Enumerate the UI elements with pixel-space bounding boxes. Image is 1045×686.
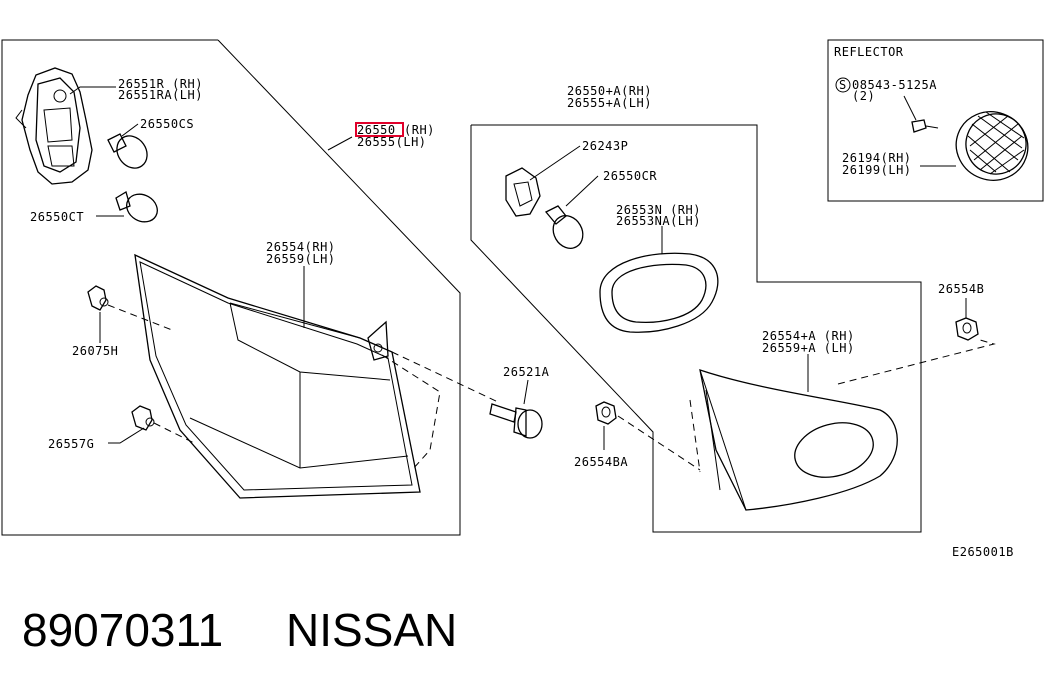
left-leader-lines xyxy=(69,86,499,471)
label-26550a: 26550+A(RH) xyxy=(567,84,652,98)
label-26553n: 26553N (RH) xyxy=(616,203,701,217)
label-26521a: 26521A xyxy=(503,365,550,379)
tail-lamp-lens-26554-part xyxy=(134,253,421,499)
s-marker-letter: S xyxy=(839,78,847,92)
label-26551ra: 26551RA(LH) xyxy=(118,88,203,102)
label-26559: 26559(LH) xyxy=(266,252,336,266)
s-marker-icon xyxy=(835,77,851,93)
label-26551r: 26551R (RH) xyxy=(118,77,203,91)
bulb-26550ct-part xyxy=(115,191,158,223)
right-assembly-frame xyxy=(470,124,922,533)
label-26557g: 26557G xyxy=(48,437,94,451)
label-26555a: 26555+A(LH) xyxy=(567,96,652,110)
reflector-title: REFLECTOR xyxy=(834,45,904,59)
screw-08543-part xyxy=(903,95,939,133)
nut-26554b-part xyxy=(955,298,979,341)
gasket-26553n-part xyxy=(599,226,719,333)
label-26559a: 26559+A (LH) xyxy=(762,341,855,355)
nut-26554ba-part xyxy=(595,401,701,471)
inner-lens-26554a-part xyxy=(689,339,996,511)
label-26550-rh: (RH) xyxy=(404,123,435,137)
bolt-26521a-part xyxy=(489,379,543,439)
label-26199: 26199(LH) xyxy=(842,163,912,177)
footer-brand: NISSAN xyxy=(286,604,457,656)
bulb-26550cr-part xyxy=(544,175,599,249)
reflector-inset-frame xyxy=(827,39,1044,202)
label-26075h: 26075H xyxy=(72,344,118,358)
clip-26075h-part xyxy=(87,285,109,311)
label-26554b: 26554B xyxy=(938,282,984,296)
label-26243p: 26243P xyxy=(582,139,628,153)
label-26553na: 26553NA(LH) xyxy=(616,214,701,228)
clip-26557g-part xyxy=(131,405,155,431)
reflector-part xyxy=(955,111,1029,181)
socket-26243p-part xyxy=(505,145,581,217)
label-26194: 26194(RH) xyxy=(842,151,912,165)
label-26550cs: 26550CS xyxy=(140,117,194,131)
label-26555: 26555(LH) xyxy=(357,135,427,149)
label-screw-qty: (2) xyxy=(852,89,875,103)
label-26554a: 26554+A (RH) xyxy=(762,329,855,343)
label-screw-08543: 08543-5125A xyxy=(852,78,937,92)
label-26554ba: 26554BA xyxy=(574,455,628,469)
label-26550: 26550 xyxy=(357,123,396,137)
bulb-26550cs-part xyxy=(107,133,148,169)
label-26550ct: 26550CT xyxy=(30,210,84,224)
label-26550cr: 26550CR xyxy=(603,169,657,183)
socket-holder-part xyxy=(15,67,93,185)
highlight-box-26550 xyxy=(355,122,404,137)
diagram-code: E265001B xyxy=(952,545,1014,559)
label-26554: 26554(RH) xyxy=(266,240,336,254)
footer-part-number: 89070311 xyxy=(22,604,223,656)
left-assembly-frame xyxy=(1,39,461,536)
